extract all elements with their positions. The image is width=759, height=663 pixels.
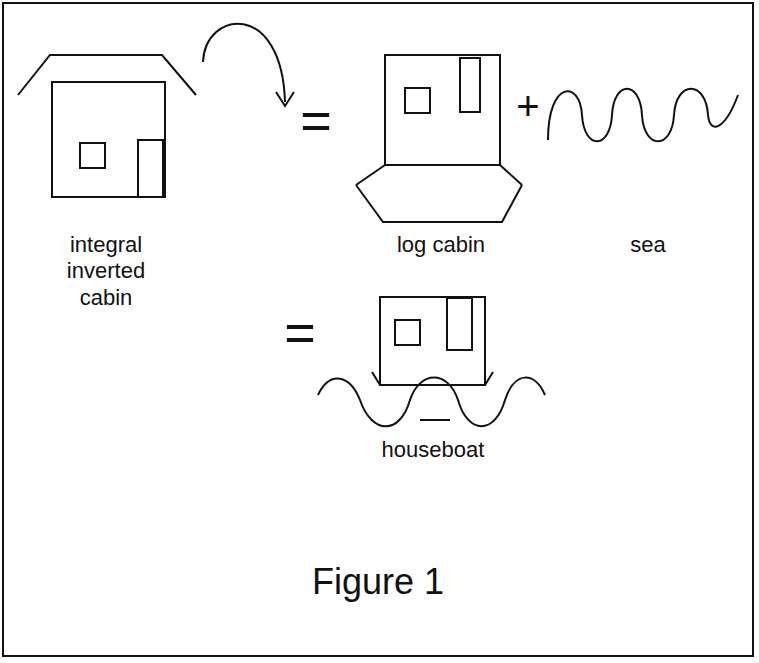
houseboat-drawing [318,297,545,426]
curved-arrow [203,24,294,106]
figure-frame [3,3,753,656]
figure-label: log cabin [361,232,521,258]
figure-label: houseboat [343,437,523,463]
figure-label: sea [598,232,698,258]
equals-sign: = [286,88,346,153]
sea-wave [548,89,738,142]
plus-sign: + [508,82,548,130]
figure-label: integral inverted cabin [46,232,166,311]
log-cabin-drawing [356,55,522,222]
house-drawing [18,55,196,197]
equals-sign: = [270,300,330,365]
figure-caption: Figure 1 [228,560,528,603]
